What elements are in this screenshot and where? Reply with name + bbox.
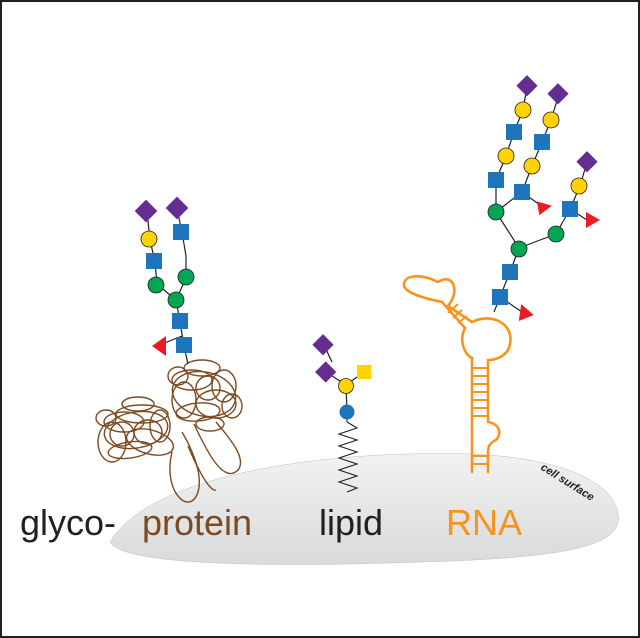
galactose-circle	[542, 111, 560, 129]
mannose-circle	[167, 291, 185, 309]
rna-glycan	[487, 75, 600, 321]
label-lipid: lipid	[319, 502, 384, 543]
galactose-circle	[497, 147, 515, 165]
galnac-square	[357, 365, 371, 379]
sialic-acid-diamond	[516, 75, 538, 97]
mannose-circle	[510, 240, 528, 258]
rna-top-loop	[402, 275, 456, 308]
glucose-circle	[339, 404, 355, 420]
mannose-circle	[487, 203, 505, 221]
label-glyco: glyco-	[20, 502, 117, 543]
glcnac-square	[488, 172, 504, 188]
galactose-circle	[570, 177, 588, 195]
cell-surface-membrane	[109, 453, 619, 565]
glcnac-square	[146, 253, 162, 269]
glcnac-square	[173, 224, 189, 240]
glcnac-square	[562, 201, 578, 217]
galactose-circle	[523, 157, 541, 175]
protein-coil-right	[167, 359, 243, 432]
label-protein: protein	[142, 502, 253, 543]
sialic-acid-diamond	[576, 151, 598, 173]
label-rna: RNA	[446, 502, 523, 543]
lipid-glycan	[312, 334, 371, 420]
mannose-circle	[547, 225, 565, 243]
rna-stem-lower-right	[486, 358, 501, 474]
fucose-triangle	[152, 336, 166, 356]
galactose-circle	[514, 101, 532, 119]
rna-base-pairs	[447, 303, 488, 465]
glcnac-square	[502, 264, 518, 280]
protein-structure	[95, 359, 243, 503]
sialic-acid-diamond	[134, 199, 158, 223]
rna-stem-upper-left	[440, 300, 467, 330]
glcnac-square	[514, 184, 530, 200]
sialic-acid-diamond	[315, 361, 337, 383]
glcnac-square	[534, 134, 550, 150]
fucose-triangle	[536, 201, 552, 216]
rna-central-loop	[460, 317, 512, 362]
sialic-acid-diamond	[312, 334, 334, 356]
rna-structure	[402, 275, 512, 474]
glcnac-square	[506, 124, 522, 140]
protein-glycan	[134, 196, 195, 365]
fucose-triangle	[518, 304, 534, 321]
galactose-circle	[140, 230, 158, 248]
sialic-acid-diamond	[165, 196, 189, 220]
glcnac-square	[492, 289, 508, 305]
glcnac-square	[176, 337, 192, 353]
mannose-circle	[147, 276, 165, 294]
protein-coil-left	[95, 396, 175, 463]
sialic-acid-diamond	[547, 83, 569, 105]
mannose-circle	[177, 268, 195, 286]
protein-helices	[169, 421, 242, 503]
glcnac-square	[172, 313, 188, 329]
fucose-triangle	[586, 212, 600, 228]
galactose-circle	[338, 378, 354, 394]
